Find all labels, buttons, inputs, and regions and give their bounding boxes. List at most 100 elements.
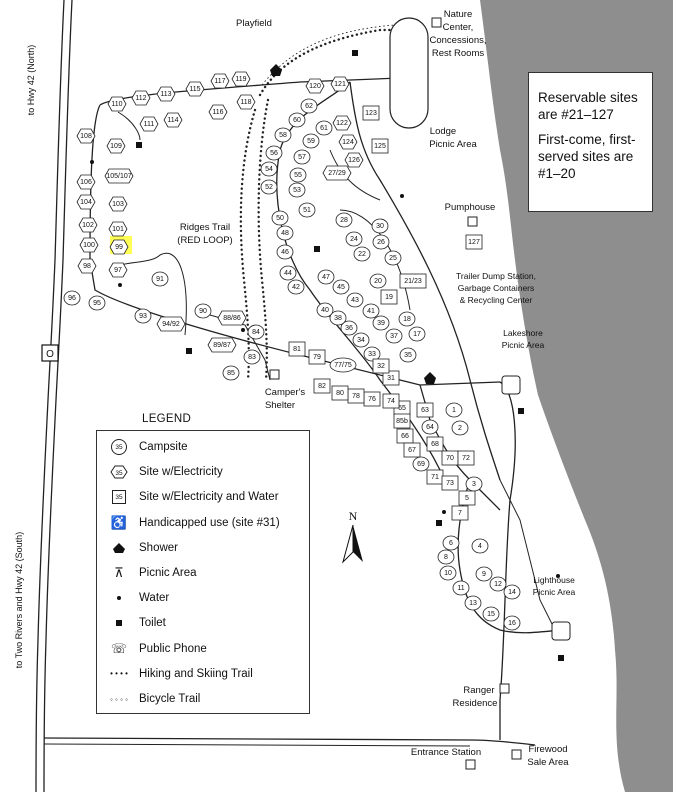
campsite-116-marker — [208, 104, 228, 120]
svg-text:35: 35 — [115, 470, 123, 477]
legend-row-10: ◦ ◦ ◦ ◦Bicycle Trail — [109, 689, 200, 709]
campsite-10-marker — [439, 565, 457, 581]
campsite-112: 112 — [131, 90, 151, 106]
legend-label-7: Toilet — [139, 617, 166, 630]
campsite-105/107-label: 105/107 — [106, 173, 131, 180]
north-label: N — [349, 509, 358, 523]
campsite-80: 80 — [331, 385, 349, 401]
trailer-dump-label-2: Garbage Containers — [458, 283, 535, 293]
campsite-35: 35 — [399, 347, 417, 363]
campsite-79: 79 — [308, 349, 326, 365]
bicycle-trail-north — [261, 24, 396, 86]
campsite-31-marker — [382, 370, 400, 386]
nature-center-label-3: Concessions, — [429, 35, 486, 46]
campsite-98-label: 98 — [83, 263, 91, 270]
campsite-84-label: 84 — [252, 329, 260, 336]
campsite-56-label: 56 — [270, 150, 278, 157]
campsite-66: 66 — [396, 428, 414, 444]
to-two-rivers-label: to Two Rivers and Hwy 42 (South) — [14, 532, 24, 668]
campsite-125-label: 125 — [374, 143, 386, 150]
campsite-44-label: 44 — [284, 270, 292, 277]
campsite-88/86-label: 88/86 — [223, 315, 241, 322]
campsite-61-label: 61 — [320, 125, 328, 132]
campsite-115: 115 — [185, 81, 205, 97]
spur-road — [117, 111, 141, 141]
campsite-16-label: 16 — [508, 620, 516, 627]
campsite-11-label: 11 — [457, 585, 464, 592]
campsite-47: 47 — [317, 269, 335, 285]
campsite-1: 1 — [445, 402, 463, 418]
north-arrow — [342, 524, 363, 564]
lighthouse-label-1: Lighthouse — [533, 575, 575, 585]
campsite-15: 15 — [482, 606, 500, 622]
campsite-85b: 85b — [393, 413, 411, 429]
campsite-74-label: 74 — [387, 398, 395, 405]
campsite-62-label: 62 — [305, 103, 313, 110]
campsite-56-marker — [265, 145, 283, 161]
campsite-106: 106 — [76, 174, 96, 190]
campsite-67-label: 67 — [408, 447, 416, 454]
campsite-81-label: 81 — [293, 346, 301, 353]
campsite-64: 64 — [421, 419, 439, 435]
campsite-3-label: 3 — [472, 481, 476, 488]
campsite-114-marker — [163, 112, 183, 128]
spur-91-road — [109, 252, 187, 336]
toilet-markers — [136, 50, 564, 661]
campsite-72: 72 — [457, 450, 475, 466]
campsite-27/29: 27/29 — [322, 165, 352, 181]
campsite-41-label: 41 — [367, 308, 375, 315]
inner-east-road — [349, 81, 501, 481]
campsite-50-label: 50 — [276, 215, 284, 222]
campsite-73-marker — [441, 475, 459, 491]
campsite-62: 62 — [300, 98, 318, 114]
campsite-38: 38 — [329, 310, 347, 326]
campsite-32-marker — [372, 358, 390, 374]
campsite-40-label: 40 — [321, 307, 329, 314]
campsite-104-label: 104 — [80, 199, 92, 206]
campsite-94/92-marker — [156, 316, 186, 332]
campsite-91-marker — [151, 271, 169, 287]
campsite-12-marker — [489, 576, 507, 592]
campsite-18: 18 — [398, 311, 416, 327]
campsite-59: 59 — [302, 133, 320, 149]
campsite-58-label: 58 — [279, 132, 287, 139]
campsite-20: 20 — [369, 273, 387, 289]
campsite-78-label: 78 — [352, 393, 360, 400]
campsite-95: 95 — [88, 295, 106, 311]
campsite-123-label: 123 — [365, 110, 377, 117]
campsite-42: 42 — [287, 279, 305, 295]
campsite-36: 36 — [340, 320, 358, 336]
campsite-35-label: 35 — [404, 352, 412, 359]
campsite-101: 101 — [108, 221, 128, 237]
campsite-111: 111 — [139, 116, 159, 132]
campsite-41: 41 — [362, 303, 380, 319]
campsite-19-label: 19 — [385, 294, 393, 301]
legend-row-9: • • • •Hiking and Skiing Trail — [109, 664, 253, 684]
campsite-65-label: 65 — [398, 405, 406, 412]
campsite-85b-marker — [393, 413, 411, 429]
campsite-36-label: 36 — [345, 325, 353, 332]
campsite-112-label: 112 — [135, 95, 146, 102]
nature-center-label-4: Rest Rooms — [432, 48, 485, 59]
campsite-42-label: 42 — [292, 284, 300, 291]
campsite-43: 43 — [346, 292, 364, 308]
inner-spur-1 — [329, 149, 381, 201]
campsite-114-label: 114 — [167, 117, 178, 124]
campsite-99-marker — [109, 239, 129, 255]
campsite-11-marker — [452, 580, 470, 596]
highway-42-road-edge — [43, 0, 73, 792]
campsite-123-marker — [362, 105, 380, 121]
campsite-59-label: 59 — [307, 138, 315, 145]
campsite-85: 85 — [222, 365, 240, 381]
legend-label-5: Picnic Area — [139, 567, 197, 579]
campsite-57: 57 — [293, 149, 311, 165]
lighthouse-label-2: Picnic Area — [533, 587, 576, 597]
campsite-82: 82 — [313, 378, 331, 394]
campsite-123: 123 — [362, 105, 380, 121]
campsite-61: 61 — [315, 120, 333, 136]
campsite-60: 60 — [288, 112, 306, 128]
campsite-127-label: 127 — [468, 239, 480, 246]
campsite-58: 58 — [274, 127, 292, 143]
campsite-5: 5 — [458, 490, 476, 506]
